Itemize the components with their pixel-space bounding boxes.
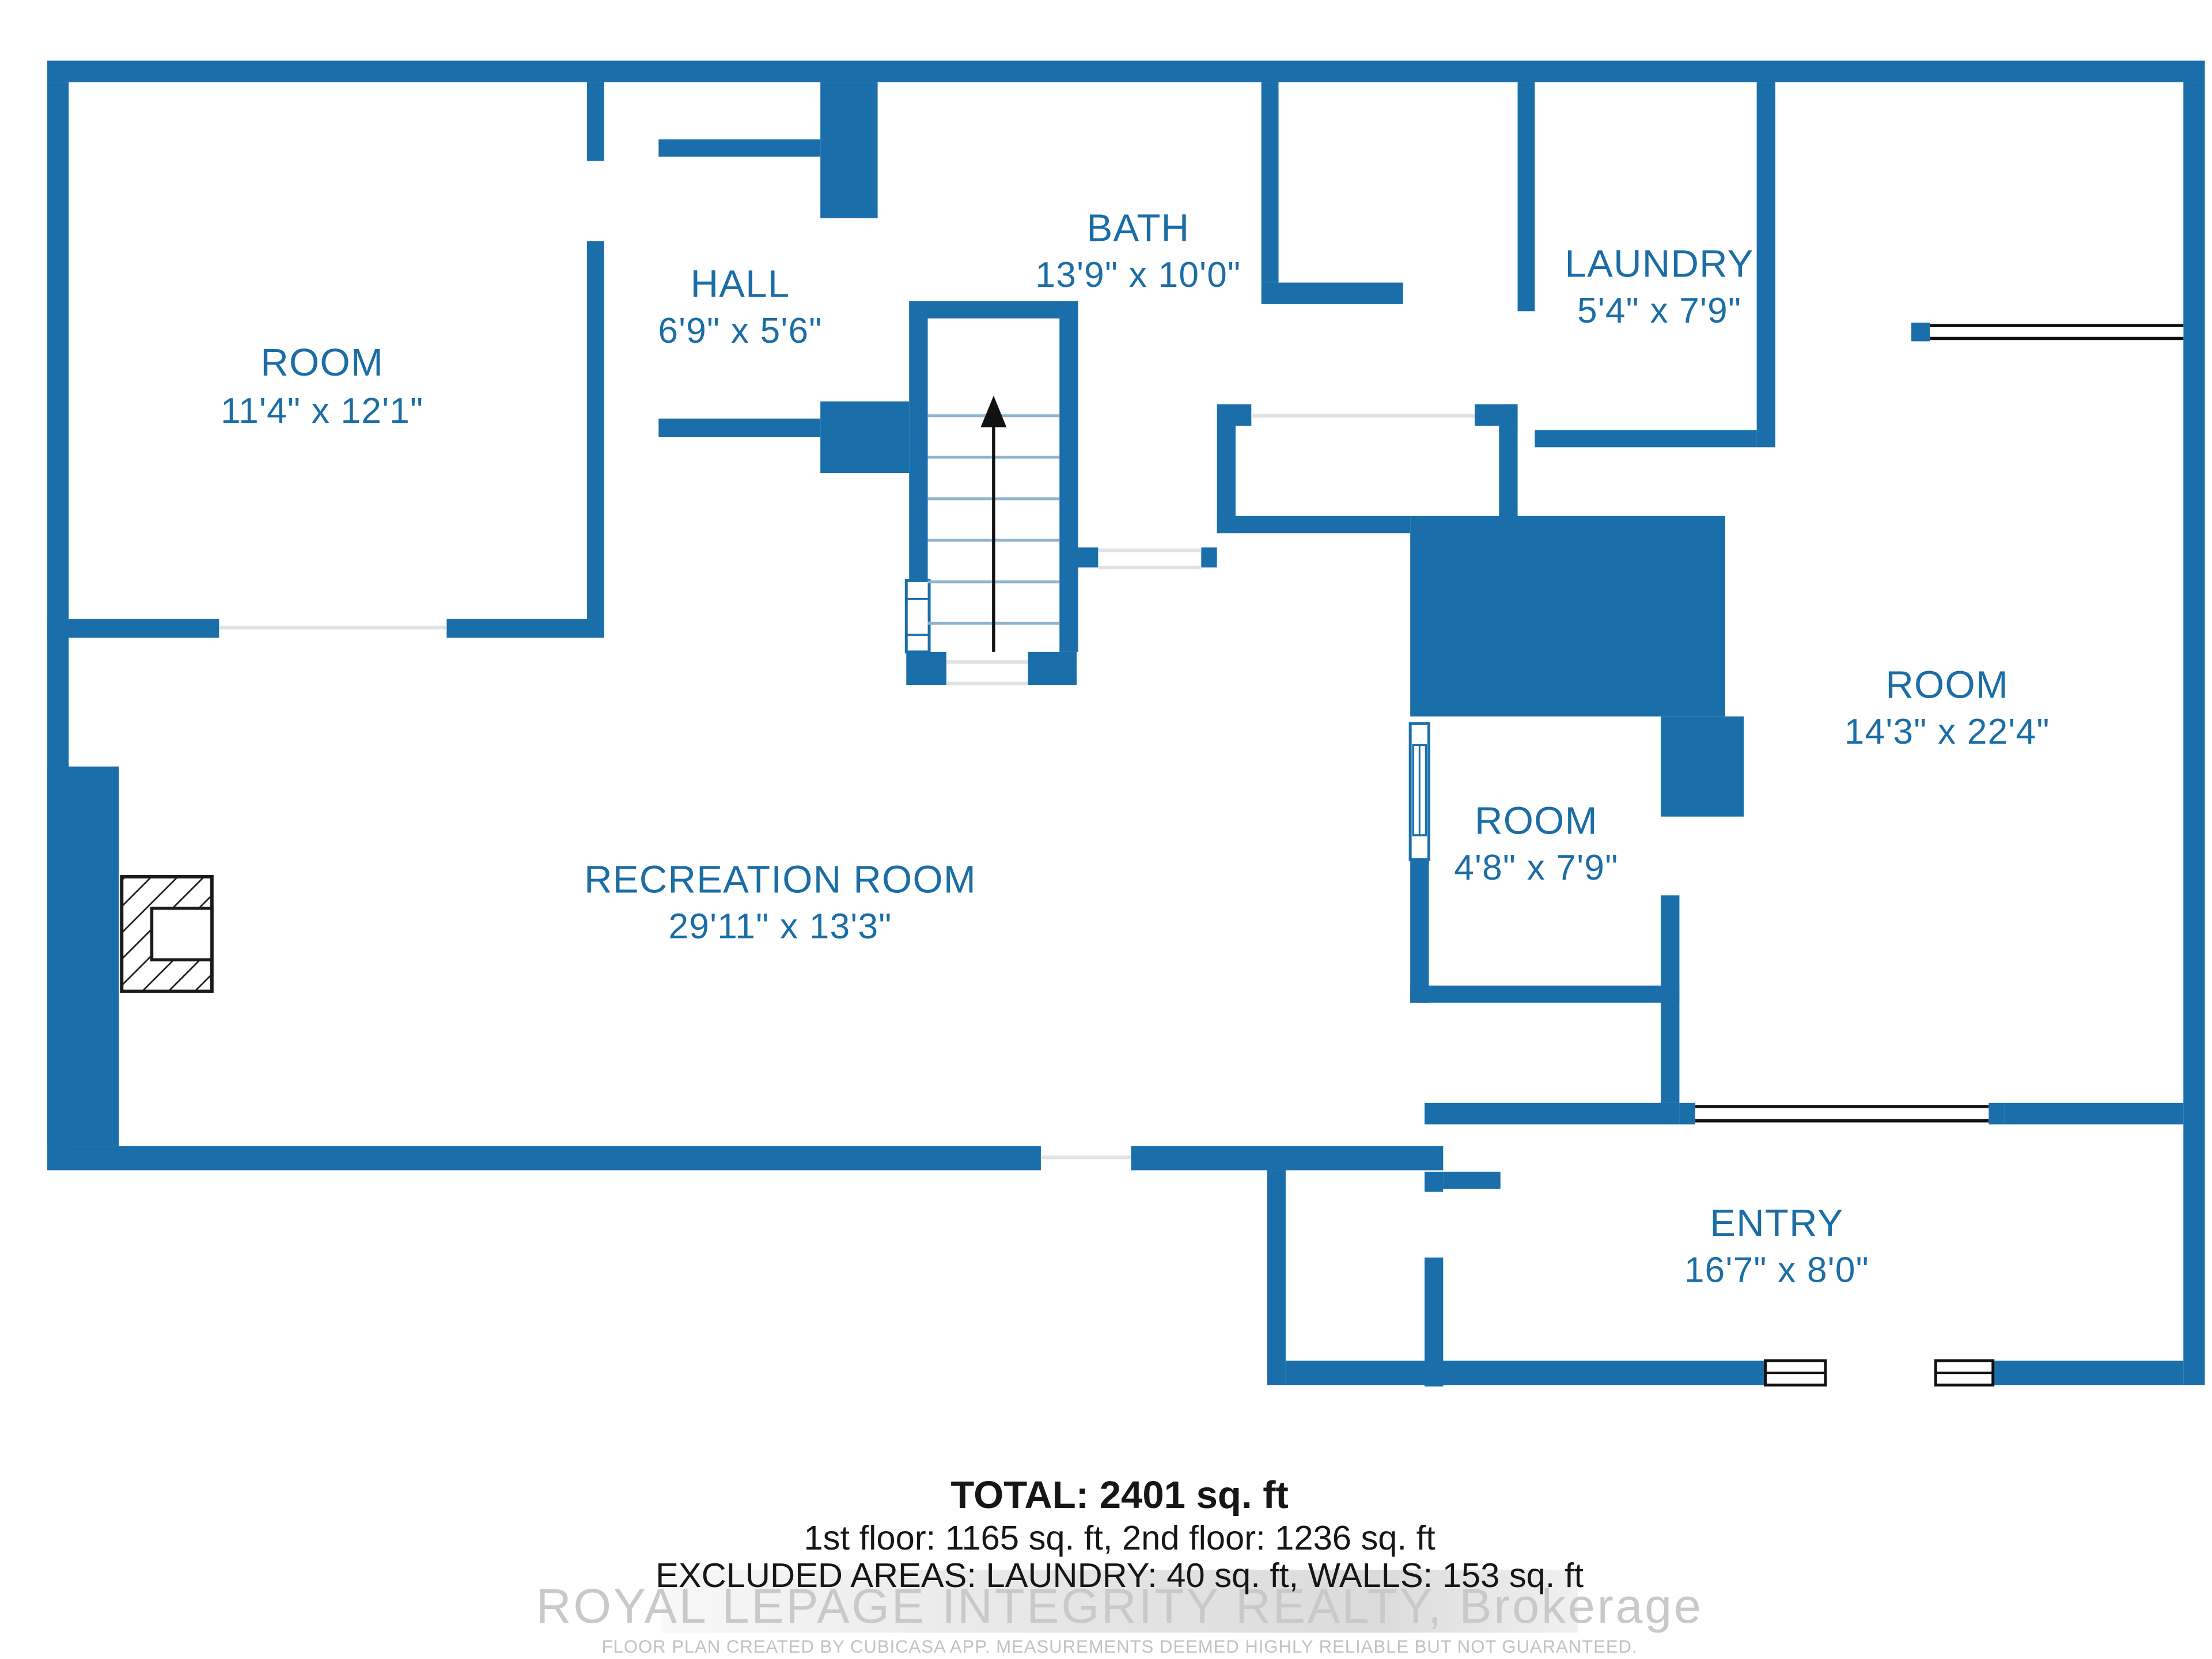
watermark-band xyxy=(661,1569,1578,1633)
room-label: ENTRY xyxy=(1710,1202,1843,1245)
window-cap xyxy=(1679,1103,1695,1124)
wall-block xyxy=(1410,516,1725,717)
wall-segment xyxy=(658,139,821,157)
room-label: ROOM xyxy=(1475,799,1598,842)
stair-landing-marker xyxy=(904,579,931,654)
wall-segment xyxy=(1410,859,1429,1003)
window-entry-top xyxy=(1695,1104,1989,1123)
room-label: HALL xyxy=(691,262,790,305)
room-label: ROOM xyxy=(1885,663,2009,706)
room-label: ROOM xyxy=(260,341,384,384)
watermark: ROYAL LEPAGE INTEGRITY REALTY, Brokerage xyxy=(536,1569,1703,1633)
fireplace-firebox xyxy=(150,906,214,961)
wall-segment xyxy=(1285,1361,1766,1385)
window-right-room xyxy=(1930,324,2184,340)
wall-segment xyxy=(47,619,219,638)
wall-segment xyxy=(1756,82,1775,448)
room-label: BATH xyxy=(1086,206,1190,249)
wall-segment xyxy=(1410,985,1680,1003)
door-openings xyxy=(219,414,1475,1160)
wall-segment xyxy=(909,301,928,581)
wall-segment xyxy=(1499,404,1518,533)
wall-segment xyxy=(1201,547,1217,568)
room-labels: ROOM 11'4" x 12'1" HALL 6'9" x 5'6" BATH… xyxy=(221,206,2050,1290)
wall-segment xyxy=(587,82,604,161)
room-label: LAUNDRY xyxy=(1565,243,1754,286)
window-small-room xyxy=(1408,722,1430,861)
wall-segment xyxy=(1661,895,1680,1103)
wall-segment xyxy=(1425,1172,1444,1192)
window-entry-bottom-left xyxy=(1764,1359,1827,1387)
room-dims: 6'9" x 5'6" xyxy=(658,311,822,351)
total-area-text: TOTAL: 2401 sq. ft xyxy=(950,1474,1289,1517)
wall-segment xyxy=(1217,404,1252,426)
room-dims: 13'9" x 10'0" xyxy=(1035,255,1241,295)
wall-segment xyxy=(1131,1146,1444,1171)
summary: TOTAL: 2401 sq. ft 1st floor: 1165 sq. f… xyxy=(602,1474,1638,1657)
wall-segment xyxy=(1443,1172,1501,1189)
room-dims: 4'8" x 7'9" xyxy=(1454,848,1618,888)
room-dims: 5'4" x 7'9" xyxy=(1577,291,1741,331)
disclaimer-text: FLOOR PLAN CREATED BY CUBICASA APP. MEAS… xyxy=(602,1637,1638,1657)
wall-segment xyxy=(1261,82,1279,283)
wall-segment xyxy=(1261,282,1403,304)
wall-segment xyxy=(1517,82,1535,312)
wall-segment xyxy=(1028,652,1077,685)
wall-segment xyxy=(1217,516,1411,533)
wall-segment xyxy=(1425,1103,1680,1124)
room-dims: 11'4" x 12'1" xyxy=(221,391,423,431)
wall-segment xyxy=(820,401,910,474)
floor-areas-text: 1st floor: 1165 sq. ft, 2nd floor: 1236 … xyxy=(804,1518,1435,1557)
room-dims: 14'3" x 22'4" xyxy=(1844,712,2050,752)
wall-segment xyxy=(820,82,878,218)
room-dims: 16'7" x 8'0" xyxy=(1684,1250,1869,1290)
staircase xyxy=(927,395,1060,652)
wall-segment xyxy=(909,301,1078,319)
window-cap xyxy=(1988,1103,2005,1124)
wall-segment xyxy=(1425,1257,1444,1387)
window-cap xyxy=(1911,323,1930,342)
wall-segment xyxy=(658,418,821,437)
wall-segment xyxy=(1059,301,1078,652)
room-label: RECREATION ROOM xyxy=(584,858,976,901)
room-dims: 29'11" x 13'3" xyxy=(669,907,892,946)
excluded-areas-text: EXCLUDED AREAS: LAUNDRY: 40 sq. ft, WALL… xyxy=(656,1556,1584,1594)
stair-up-arrow xyxy=(980,395,1007,652)
windows xyxy=(904,324,2184,1387)
watermark-text: ROYAL LEPAGE INTEGRITY REALTY, Brokerage xyxy=(536,1579,1703,1633)
walls xyxy=(47,60,2205,1387)
wall-segment xyxy=(47,1146,1041,1171)
wall-segment xyxy=(1993,1361,2184,1385)
fireplace xyxy=(120,875,214,993)
wall-segment xyxy=(1535,430,1757,448)
window-entry-bottom-right xyxy=(1934,1359,1995,1387)
wall-segment xyxy=(587,241,604,619)
wall-segment xyxy=(2183,82,2205,1385)
wall-segment xyxy=(446,619,604,638)
wall-segment xyxy=(906,652,946,685)
wall-segment xyxy=(1217,426,1236,533)
wall-segment xyxy=(47,766,119,1146)
wall-segment xyxy=(2004,1103,2184,1124)
wall-segment xyxy=(1078,547,1099,568)
wall-segment xyxy=(1267,1170,1286,1385)
wall-segment xyxy=(47,60,2205,82)
wall-segment xyxy=(1661,716,1744,817)
